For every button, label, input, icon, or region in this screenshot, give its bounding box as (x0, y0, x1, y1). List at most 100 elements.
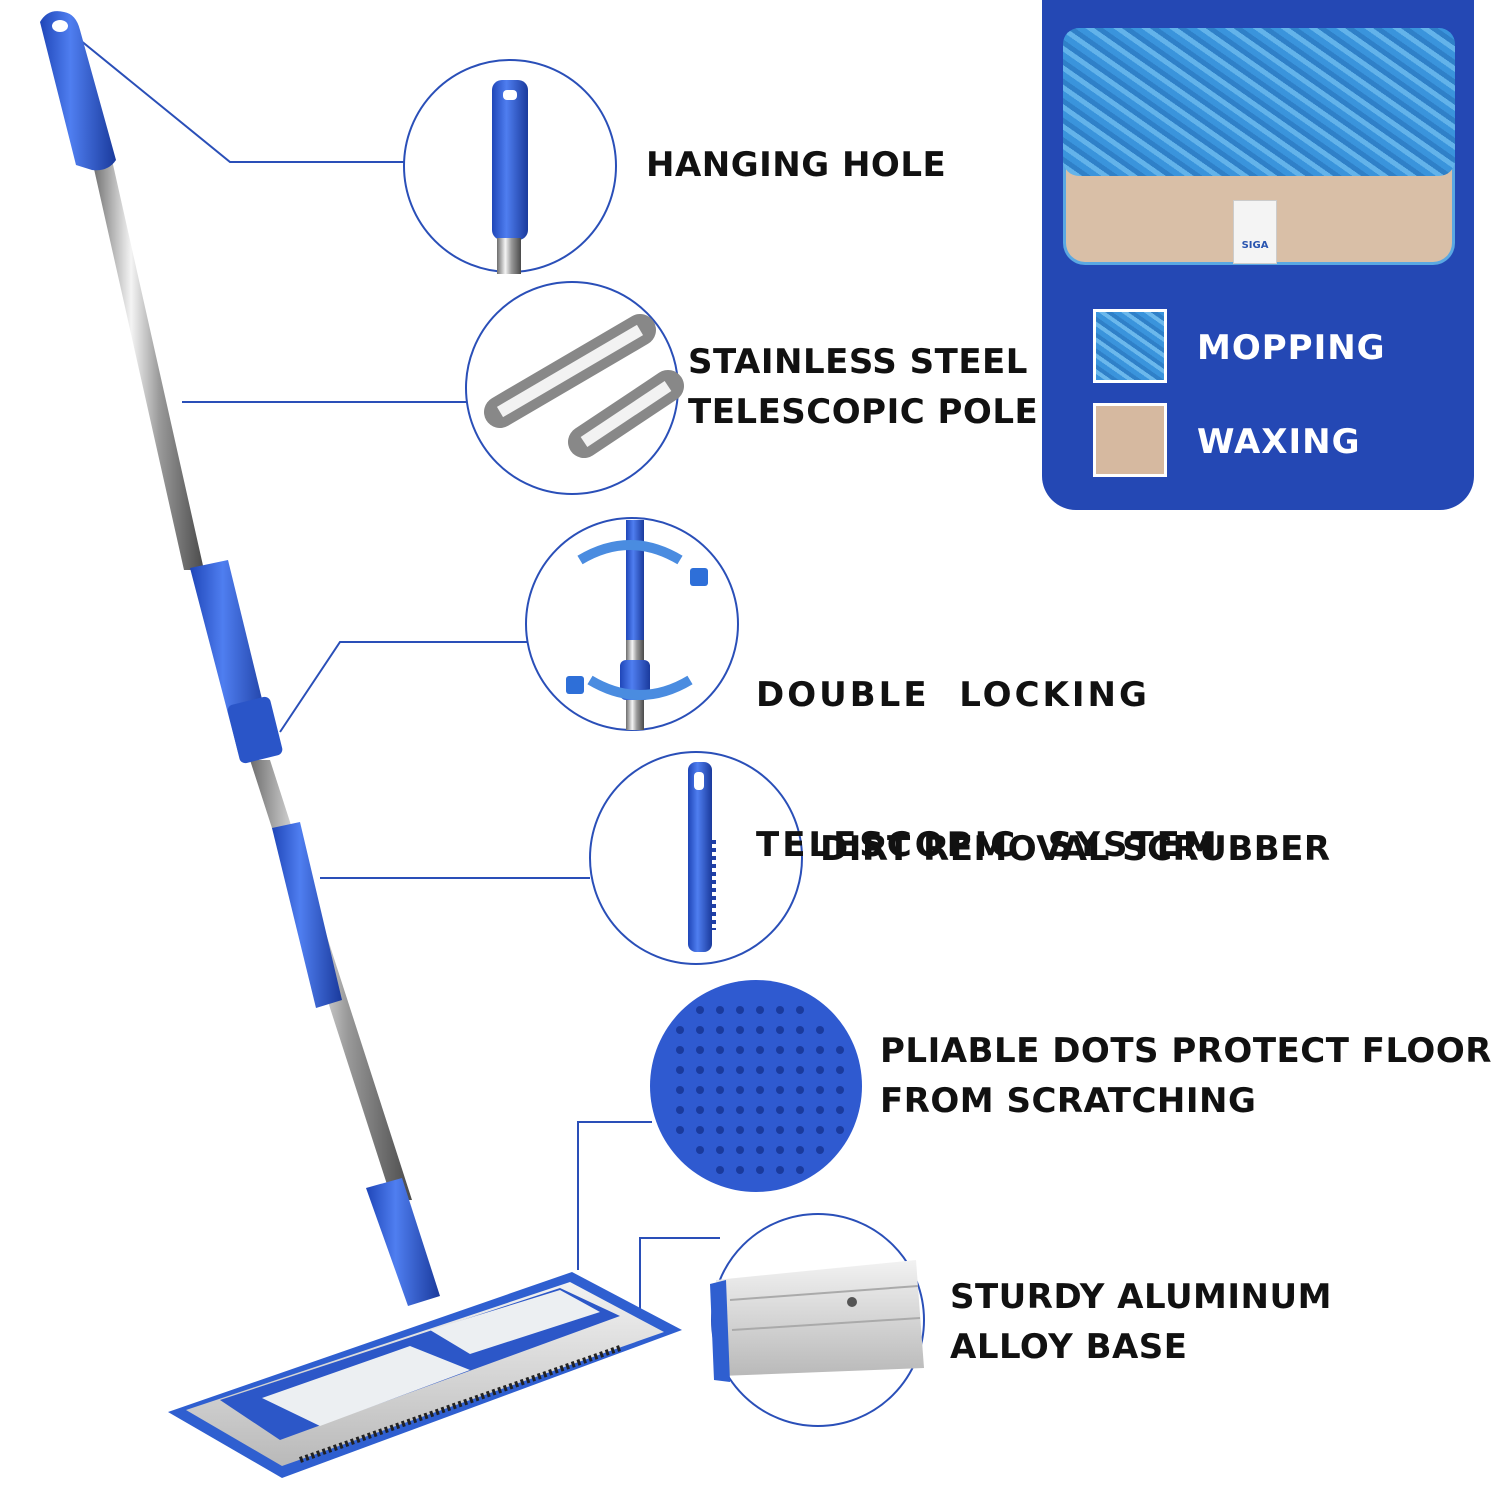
leader-dots (577, 1121, 652, 1270)
floor-dot (696, 1146, 704, 1154)
floor-dot (736, 1126, 744, 1134)
mop-head (168, 1272, 682, 1478)
floor-dot (676, 1026, 684, 1034)
circle-locking (525, 517, 739, 731)
floor-dot (716, 1026, 724, 1034)
floor-dot (696, 1046, 704, 1054)
floor-dot (676, 1066, 684, 1074)
handle-top (40, 11, 116, 171)
floor-dot (716, 1086, 724, 1094)
floor-dot (776, 1166, 784, 1174)
floor-dot (756, 1086, 764, 1094)
floor-dot (756, 1066, 764, 1074)
floor-dot (836, 1046, 844, 1054)
floor-dot (736, 1146, 744, 1154)
label-locking-system: DOUBLE LOCKING TELESCOPIC SYSTEM (756, 570, 1220, 920)
floor-dot (736, 1106, 744, 1114)
floor-dot (796, 1026, 804, 1034)
circle-pole (465, 281, 684, 495)
floor-dot (676, 1106, 684, 1114)
floor-dot (836, 1126, 844, 1134)
floor-dot (836, 1086, 844, 1094)
floor-dot (736, 1046, 744, 1054)
floor-dot (816, 1066, 824, 1074)
floor-dot (756, 1166, 764, 1174)
floor-dot (756, 1046, 764, 1054)
pad-mopping-side (1063, 28, 1455, 176)
floor-dot (696, 1106, 704, 1114)
floor-dot (716, 1146, 724, 1154)
floor-dot (716, 1126, 724, 1134)
floor-dot (776, 1066, 784, 1074)
floor-dot (776, 1106, 784, 1114)
leader-locking (279, 641, 528, 733)
floor-dot (696, 1126, 704, 1134)
floor-dot (836, 1106, 844, 1114)
floor-dot (816, 1026, 824, 1034)
floor-dot (696, 1006, 704, 1014)
circle-aluminum-base (710, 1213, 925, 1427)
floor-dot (676, 1086, 684, 1094)
floor-dot (696, 1026, 704, 1034)
waxing-label: WAXING (1197, 422, 1361, 462)
floor-dot (676, 1046, 684, 1054)
floor-dot (736, 1166, 744, 1174)
floor-dot (776, 1126, 784, 1134)
floor-dot (816, 1106, 824, 1114)
floor-dot (736, 1026, 744, 1034)
floor-dot (816, 1126, 824, 1134)
floor-dot (776, 1046, 784, 1054)
floor-dot (756, 1106, 764, 1114)
label-line: STURDY ALUMINUM (950, 1277, 1332, 1317)
mopping-swatch (1093, 309, 1167, 383)
label-line: TELESCOPIC POLE (688, 392, 1039, 432)
scrubber-body (272, 822, 342, 1008)
leader-lines (79, 39, 720, 1320)
mop-pole (40, 11, 440, 1306)
floor-dot (756, 1026, 764, 1034)
label-line: PLIABLE DOTS PROTECT FLOOR (880, 1031, 1492, 1071)
floor-dot (816, 1146, 824, 1154)
floor-dot (736, 1006, 744, 1014)
floor-dot (796, 1106, 804, 1114)
floor-dot (756, 1126, 764, 1134)
floor-dot (796, 1086, 804, 1094)
label-line: FROM SCRATCHING (880, 1081, 1257, 1121)
floor-dot (736, 1086, 744, 1094)
floor-dot (716, 1046, 724, 1054)
label-line: DOUBLE LOCKING (756, 675, 1150, 715)
floor-dot (816, 1046, 824, 1054)
floor-dot (796, 1146, 804, 1154)
floor-dot (776, 1026, 784, 1034)
floor-dot (836, 1066, 844, 1074)
circle-pliable-dots (650, 980, 862, 1192)
label-line: ALLOY BASE (950, 1327, 1188, 1367)
floor-dot (816, 1086, 824, 1094)
label-line: STAINLESS STEEL (688, 342, 1028, 382)
label-aluminum-base: STURDY ALUMINUM ALLOY BASE (950, 1272, 1332, 1372)
leader-base (639, 1237, 720, 1320)
floor-dot (756, 1006, 764, 1014)
floor-dot (676, 1126, 684, 1134)
floor-dot (716, 1006, 724, 1014)
floor-dot (776, 1086, 784, 1094)
lock-icon-lower (566, 676, 584, 694)
label-line: DIRT REMOVAL SCRUBBER (820, 829, 1331, 869)
floor-dot (716, 1106, 724, 1114)
label-line: TELESCOPIC SYSTEM (756, 825, 1220, 865)
lower-connector (366, 1178, 440, 1306)
label-line: HANGING HOLE (646, 145, 947, 185)
floor-dot (716, 1166, 724, 1174)
floor-dot (796, 1166, 804, 1174)
floor-dot (696, 1086, 704, 1094)
label-scrubber: DIRT REMOVAL SCRUBBER (820, 824, 1331, 874)
floor-dot (736, 1066, 744, 1074)
floor-dot (776, 1146, 784, 1154)
label-pliable-dots: PLIABLE DOTS PROTECT FLOOR FROM SCRATCHI… (880, 1026, 1492, 1126)
floor-dot (796, 1066, 804, 1074)
label-hanging-hole: HANGING HOLE (646, 140, 946, 190)
waxing-swatch (1093, 403, 1167, 477)
brand-tag: SIGA (1233, 200, 1277, 264)
floor-dot (796, 1046, 804, 1054)
